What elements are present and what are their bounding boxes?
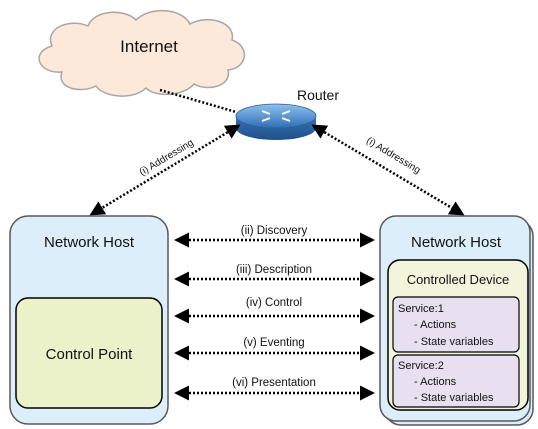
protocol-eventing: (v) Eventing [174,337,375,361]
cloud-shape [38,9,245,97]
right-host-title: Network Host [411,234,502,251]
description-label: (iii) Description [236,264,312,276]
control-point-box [15,297,163,409]
router-arrows-icon [261,110,291,122]
right-addressing-link [311,124,465,216]
right-addressing-label: (i) Addressing [364,135,422,176]
discovery-label: (ii) Discovery [241,225,308,237]
service-1-box [392,296,520,353]
service-2-actions: - Actions [414,376,457,388]
controlled-device-title: Controlled Device [407,272,510,287]
service-2-name: Service:2 [398,360,444,372]
protocol-description: (iii) Description [174,264,375,287]
router-label: Router [297,87,339,103]
service-1: Service:1 - Actions - State variables [392,296,520,353]
service-2: Service:2 - Actions - State variables [392,354,520,408]
protocol-control: (iv) Control [174,297,375,324]
presentation-label: (vi) Presentation [232,377,316,389]
router-top [235,103,317,129]
cloud-label: Internet [120,37,178,56]
control-label: (iv) Control [246,297,302,309]
internet-router-link [159,88,237,114]
eventing-label: (v) Eventing [243,337,304,349]
service-1-state: - State variables [414,336,494,348]
service-2-box [392,354,520,408]
left-host-title: Network Host [44,234,135,251]
service-1-name: Service:1 [398,303,444,315]
left-addressing-link [89,124,241,216]
protocol-discovery: (ii) Discovery [174,225,375,248]
service-2-state: - State variables [414,392,494,404]
router: Router [235,87,339,140]
left-network-host: Network Host Control Point [9,215,169,425]
service-1-actions: - Actions [414,319,457,331]
control-point-label: Control Point [46,346,134,363]
internet-cloud: Internet [38,9,245,97]
protocol-arrows: (ii) Discovery (iii) Description (iv) Co… [174,225,375,401]
protocol-presentation: (vi) Presentation [174,377,375,401]
right-network-host: Network Host Controlled Device Service:1… [379,215,534,426]
